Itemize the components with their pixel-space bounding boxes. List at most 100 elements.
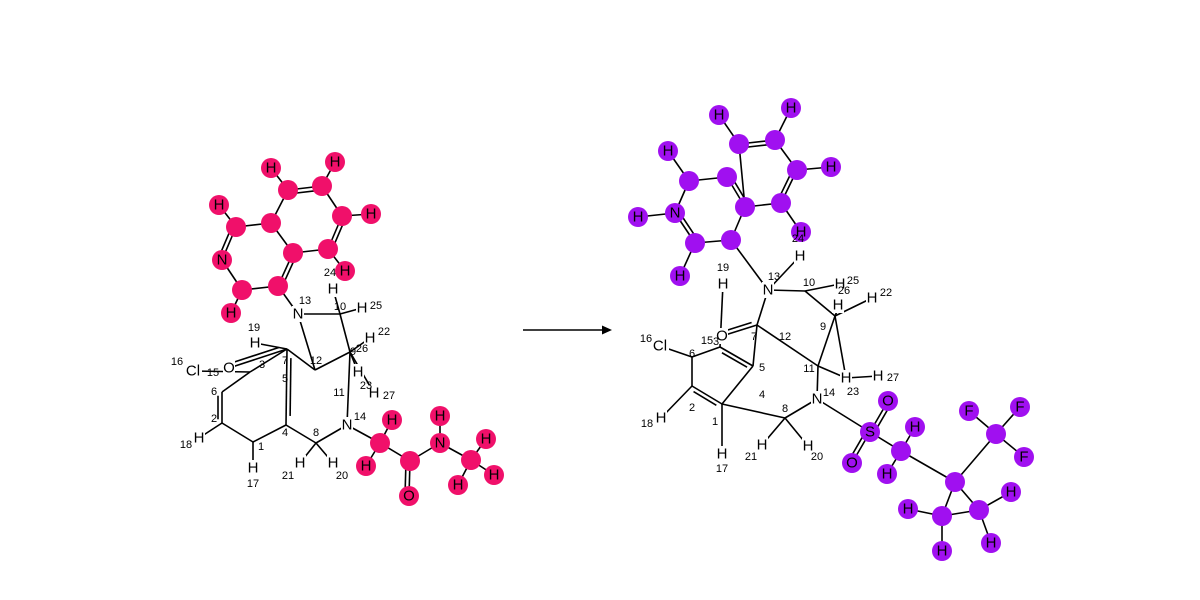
product-atom-index-5: 5 xyxy=(759,362,765,374)
reactant-atom-h-11: H xyxy=(330,154,341,171)
reactant-atom-h-36: H xyxy=(435,408,446,425)
reactant-atom-o-23: O xyxy=(223,360,235,377)
reactant-bond-26 xyxy=(286,348,316,371)
reactant-highlight-30 xyxy=(370,433,390,453)
reactant-bond-25 xyxy=(297,313,316,371)
product-atom-s-32: S xyxy=(865,424,875,441)
reactant-atom-index-15: 15 xyxy=(207,367,219,379)
product-highlight-12 xyxy=(665,203,685,223)
product-highlight-36 xyxy=(905,417,925,437)
product-highlight-1 xyxy=(729,134,749,154)
reactant-atom-o-34: O xyxy=(403,488,415,505)
reactant-atom-h-38: H xyxy=(481,431,492,448)
product-highlight-41 xyxy=(1010,397,1030,417)
reactant-atom-h-9: H xyxy=(266,160,277,177)
reactant-atom-h-28: H xyxy=(328,455,339,472)
reactant-atom-h-22: H xyxy=(250,335,261,352)
product-atom-index-10: 10 xyxy=(803,277,815,289)
reactant-double-bond-4 xyxy=(234,346,280,363)
product-atom-cl-24: Cl xyxy=(653,338,667,355)
product-atom-h-0: H xyxy=(714,107,725,124)
product-double-bond-4 xyxy=(724,321,752,332)
product-bond-22 xyxy=(804,290,836,317)
product-bond-54 xyxy=(954,433,997,483)
product-bond-25 xyxy=(817,315,836,367)
product-atom-h-21: H xyxy=(867,290,878,307)
product-label-bg-19 xyxy=(834,276,846,292)
reactant-atom-h-19: H xyxy=(365,330,376,347)
product-double-bond-5 xyxy=(721,352,748,368)
product-highlight-46 xyxy=(932,506,952,526)
product-bond-38 xyxy=(721,365,754,405)
reactant-highlight-37 xyxy=(461,450,481,470)
product-highlight-37 xyxy=(877,464,897,484)
product-label-bg-27 xyxy=(756,437,768,453)
reactant-highlight-7 xyxy=(261,213,281,233)
reactant-highlight-39 xyxy=(484,465,504,485)
product-highlight-14 xyxy=(679,171,699,191)
product-atom-index-13: 13 xyxy=(768,271,780,283)
product-highlight-32 xyxy=(860,422,880,442)
product-atom-index-19: 19 xyxy=(717,262,729,274)
reactant-atom-index-20: 20 xyxy=(336,470,348,482)
product-atom-h-15: H xyxy=(663,143,674,160)
product-atom-index-21: 21 xyxy=(745,451,757,463)
reaction-arrow xyxy=(523,325,612,335)
product-atom-h-3: H xyxy=(786,100,797,117)
reactant-highlight-1 xyxy=(226,217,246,237)
product-atom-h-26: H xyxy=(717,446,728,463)
product-atom-index-4: 4 xyxy=(759,389,765,401)
reactant-label-bg-26 xyxy=(247,460,259,476)
reactant-label-bg-25 xyxy=(193,430,205,446)
product-bond-46 xyxy=(834,315,847,379)
product-label-bg-20 xyxy=(832,297,844,313)
reactant-atom-index-11: 11 xyxy=(333,387,344,399)
reactant-label-bg-28 xyxy=(327,455,339,471)
reactant-bond-28 xyxy=(228,348,288,369)
product-label-bg-23 xyxy=(716,328,728,344)
reactant-atom-index-8: 8 xyxy=(313,427,319,439)
product-atom-index-18: 18 xyxy=(641,418,653,430)
reactant-atom-index-13: 13 xyxy=(299,295,311,307)
reactant-highlight-11 xyxy=(325,152,345,172)
reactant-highlight-14 xyxy=(318,239,338,259)
reactant-highlight-13 xyxy=(361,204,381,224)
product-highlight-34 xyxy=(842,453,862,473)
reactant-label-bg-21 xyxy=(368,385,380,401)
reactant-atom-h-40: H xyxy=(453,477,464,494)
product-highlight-39 xyxy=(986,424,1006,444)
product-highlight-0 xyxy=(709,105,729,125)
product-atom-h-29: H xyxy=(841,370,852,387)
product-highlight-38 xyxy=(945,472,965,492)
reactant-atom-index-5: 5 xyxy=(282,373,288,385)
product-label-bg-24 xyxy=(651,338,669,354)
product-highlight-8 xyxy=(735,197,755,217)
product-bond-32 xyxy=(691,346,721,358)
product-highlight-10 xyxy=(685,233,705,253)
reactant-atom-index-22: 22 xyxy=(378,326,390,338)
reactant-bond-36 xyxy=(252,424,287,443)
product-double-bond-6 xyxy=(693,390,717,406)
product-atom-h-47: H xyxy=(903,501,914,518)
product-highlight-33 xyxy=(878,391,898,411)
reactant-atom-n-35: N xyxy=(435,435,446,452)
product-atom-h-37: H xyxy=(882,466,893,483)
reactant-highlight-6 xyxy=(283,243,303,263)
reactant-highlight-33 xyxy=(400,451,420,471)
reactant-highlight-3 xyxy=(232,280,252,300)
product-atom-index-25: 25 xyxy=(847,275,859,287)
product-bond-29 xyxy=(752,324,758,367)
reactant-label-bg-19 xyxy=(364,330,376,346)
reactant-atom-h-32: H xyxy=(361,458,372,475)
product-atom-h-30: H xyxy=(873,368,884,385)
product-atom-h-36: H xyxy=(910,419,921,436)
product-highlight-44 xyxy=(1001,482,1021,502)
product-label-bg-18 xyxy=(794,248,806,264)
product-atom-h-44: H xyxy=(1006,484,1017,501)
reactant-atom-index-2: 2 xyxy=(211,413,217,425)
